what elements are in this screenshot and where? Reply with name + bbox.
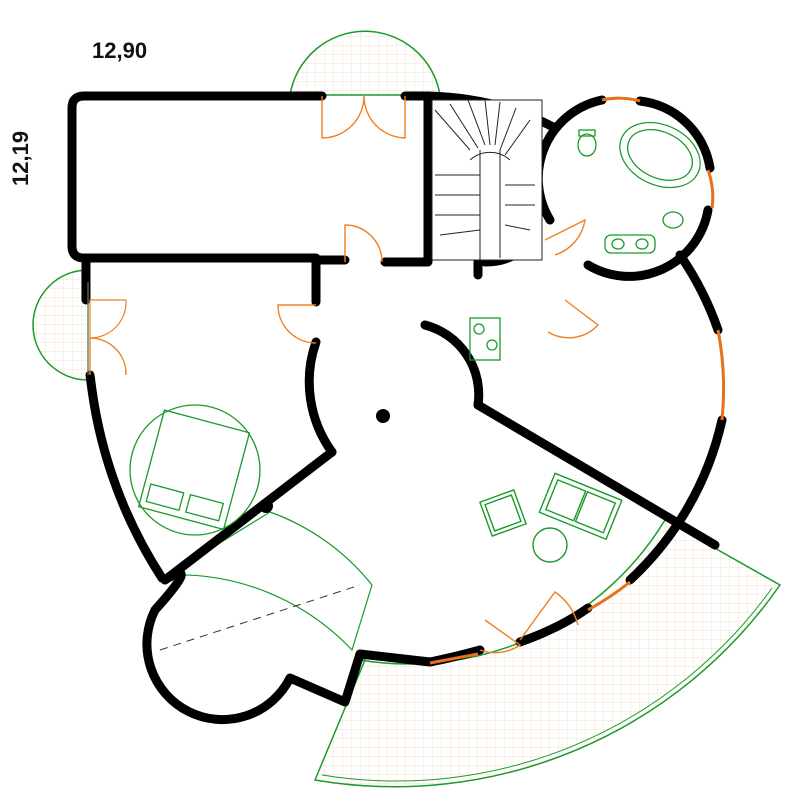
windows <box>429 96 726 665</box>
staircase <box>431 99 543 261</box>
dashed-line <box>159 584 361 651</box>
dimension-height-label: 12,19 <box>8 130 33 186</box>
bay-window-area <box>165 511 373 652</box>
balcony-left <box>32 269 89 381</box>
kitchen-stove <box>469 317 501 361</box>
center-column <box>376 409 390 423</box>
terrace-inner-edge <box>321 587 773 782</box>
terrace-large <box>313 518 782 788</box>
living-furniture <box>479 472 623 563</box>
walls <box>67 91 727 725</box>
bed <box>129 404 261 536</box>
wall-joint <box>259 499 273 513</box>
doors <box>89 95 600 654</box>
dimension-width-label: 12,90 <box>92 38 148 63</box>
balcony-top <box>289 30 441 96</box>
bathroom-fixtures <box>577 121 701 254</box>
